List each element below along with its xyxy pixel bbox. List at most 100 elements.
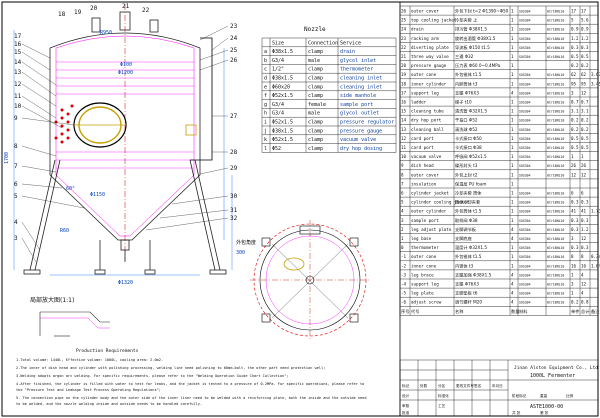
bom-cell: 0Cr18Ni10 <box>547 101 564 105</box>
bom-cell: 21 <box>401 54 407 59</box>
tb-label: 分区 <box>438 383 446 388</box>
nozzle-cell: 1/2" <box>272 67 284 73</box>
nozzle-cell: G3/4 <box>272 111 284 117</box>
nozzle-cell: clamp <box>308 67 323 73</box>
bom-cell: cleaning ball <box>411 127 444 132</box>
bom-cell: 1.73平方 <box>591 208 600 215</box>
bom-cell: 1 <box>511 27 514 32</box>
bom-cell: 筒体冷却夹套 <box>455 199 481 206</box>
bom-cell: 0Cr18Ni10 <box>547 292 564 296</box>
bom-cell: SUS304 <box>519 73 531 77</box>
bom-cell: 16 <box>401 100 407 105</box>
bom-cell: 1 <box>511 36 514 41</box>
note-line: 1.Total volume: 1440L, Effective volume:… <box>16 358 163 362</box>
bom-header: 备注 <box>591 308 600 315</box>
bom-cell: 0.5 <box>571 136 579 141</box>
nozzle-cell: Φ52x1.5 <box>272 93 293 99</box>
bom-cell: 0Cr18Ni10 <box>547 110 564 114</box>
bom-cell: SUS304 <box>519 46 531 50</box>
bom-cell: -4 <box>401 282 407 287</box>
bom-cell: 0.2 <box>581 127 589 132</box>
bom-cell: 0Cr18Ni10 <box>547 128 564 132</box>
bom-cell: SUS304 <box>519 146 531 150</box>
bom-cell: 1 <box>511 163 514 168</box>
bom-cell: 0.3 <box>581 218 589 223</box>
bom-cell: 支脚底座 <box>455 235 472 242</box>
bom-cell: SUS304 <box>519 210 531 214</box>
tb-label: 签名 <box>474 383 482 388</box>
bom-cell: 导流板 Φ150 t1.5 <box>455 44 490 51</box>
nozzle-cell: G3/4 <box>272 102 284 108</box>
nozzle-cell: clamp <box>308 137 323 143</box>
nozzle-header: Service <box>340 40 361 46</box>
callout-22: 22 <box>142 7 150 14</box>
nozzle-cell: i <box>264 120 267 126</box>
bom-cell: 26 <box>581 163 587 168</box>
callout-numbers: 17 16 15 14 13 12 11 10 9 8 7 6 5 4 3 18… <box>14 3 238 242</box>
bom-cell: 支腿 Φ76X3 <box>455 281 479 288</box>
bom-cell: SUS304 <box>519 164 531 168</box>
bom-cell: 4 <box>511 272 514 277</box>
title-block <box>399 359 599 417</box>
bom-cell: SUS304 <box>519 237 531 241</box>
bom-cell: 外包下封 t=2 Φ1390~Φ50 <box>455 8 509 15</box>
bom-cell: 0.2 <box>571 127 579 132</box>
callout-13: 13 <box>14 69 22 76</box>
dim-d1200: Φ1200 <box>118 70 133 76</box>
tb-label: 年月日 <box>492 383 503 388</box>
note-line: 3.Welding adopts argon arc welding. For … <box>16 374 289 378</box>
bom-cell: inner cylinder <box>411 81 447 86</box>
bom-cell: 4 <box>511 282 514 287</box>
bom-cell: 0Cr18Ni10 <box>547 192 564 196</box>
bom-cell: SUS304 <box>519 273 531 277</box>
bom-cell: 13 <box>401 127 407 132</box>
bom-cell: dish head <box>411 163 434 168</box>
bom-cell: 0.5 <box>571 145 579 150</box>
nozzle-header: Connection <box>308 40 338 46</box>
bom-cell: SUS304 <box>519 110 531 114</box>
bom-cell: 1 <box>511 191 514 196</box>
nozzle-cell: clamp <box>308 120 323 126</box>
bom-cell: 0.2 <box>571 63 579 68</box>
bom-cell: 0.2 <box>581 63 589 68</box>
bom-cell: 1 <box>571 291 574 296</box>
bom-cell: 1 <box>571 272 574 277</box>
bom-cell: 0.9 <box>581 27 589 32</box>
bom-cell: 19 <box>401 72 407 77</box>
bom-cell: 0Cr18Ni10 <box>547 164 564 168</box>
bom-cell: 14 <box>401 118 407 123</box>
bom-cell: 0Cr18Ni10 <box>547 201 564 205</box>
bom-cell: SUS304 <box>519 91 531 95</box>
bom-cell: SUS304 <box>519 101 531 105</box>
nozzle-cell: glycol outlet <box>340 111 379 117</box>
bom-cell: 1 <box>511 254 514 259</box>
callout-15: 15 <box>14 49 22 56</box>
nozzle-cell: sample port <box>340 102 373 108</box>
nozzle-cell: a <box>264 49 267 55</box>
bom-cell: SUS304 <box>519 55 531 59</box>
bom-cell: -6 <box>401 300 407 305</box>
callout-18: 18 <box>58 11 66 18</box>
bom-cell: 26 <box>401 9 407 14</box>
bom-cell: 0Cr18Ni10 <box>547 19 564 23</box>
notes: Production Requirements 1.Total volume: … <box>16 348 367 406</box>
bom-cell: 清洗球 Φ52 <box>455 126 478 133</box>
bom-cell: 1.6平方 <box>591 262 600 269</box>
bom-cell: 41 <box>571 209 577 214</box>
dimple-pattern <box>54 104 74 144</box>
bom-cell: 0.5 <box>581 136 589 141</box>
callout-30: 30 <box>230 193 238 200</box>
bom-cell: 内锥体 t3 <box>455 262 474 269</box>
bom-cell: 8 <box>571 254 574 259</box>
bom-header: 代号 <box>411 308 419 315</box>
bom-cell: 呼吸阀 Φ52x1.5 <box>455 153 487 160</box>
dim-d1320: Φ1320 <box>118 280 133 286</box>
dim-r950: R950 <box>100 30 112 36</box>
bom-cell: 95 <box>571 81 577 86</box>
bom-cell: 6 <box>571 191 574 196</box>
bom-cell: 17 <box>571 9 577 14</box>
bom-cell: thermometer <box>411 245 439 250</box>
bom-cell: 3 <box>401 218 404 223</box>
bom-cell: 1 <box>511 172 514 177</box>
